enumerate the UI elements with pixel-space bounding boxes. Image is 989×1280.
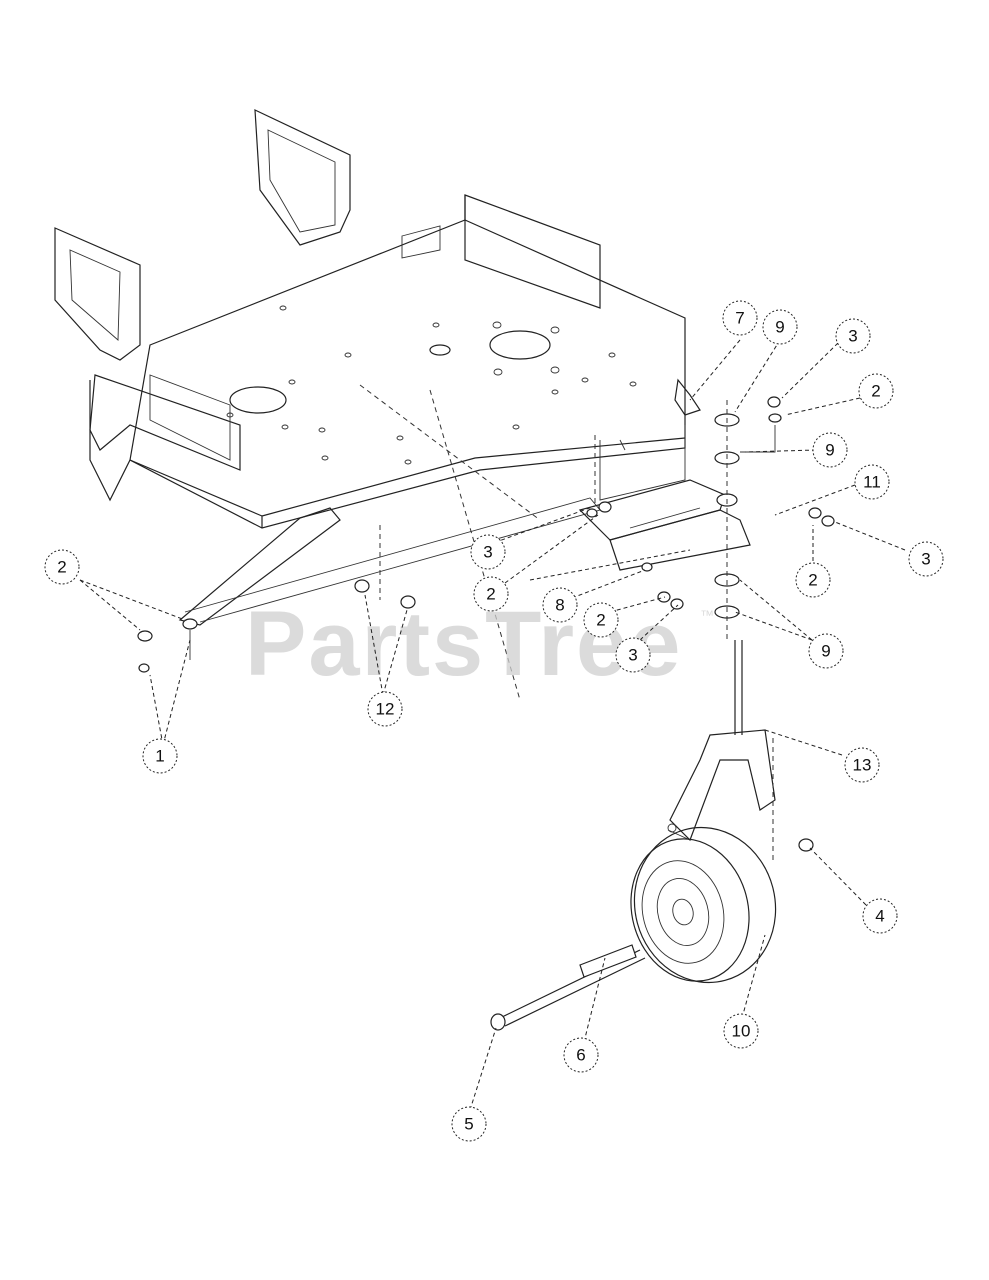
callout-11: 11 [854, 464, 890, 500]
callout-12: 12 [367, 691, 403, 727]
callout-9: 9 [762, 309, 798, 345]
callout-8: 8 [542, 587, 578, 623]
callout-label: 11 [863, 473, 881, 492]
callout-3: 3 [470, 534, 506, 570]
callout-circle [908, 541, 944, 577]
callout-circle [844, 747, 880, 783]
callout-circle [142, 738, 178, 774]
callout-2: 2 [858, 373, 894, 409]
callout-circle [542, 587, 578, 623]
callout-label: 13 [853, 756, 872, 775]
callout-label: 5 [464, 1115, 473, 1134]
callout-circle [563, 1037, 599, 1073]
callout-circle [762, 309, 798, 345]
callout-1: 1 [142, 738, 178, 774]
callout-circle [367, 691, 403, 727]
callout-2: 2 [473, 576, 509, 612]
callout-label: 7 [735, 309, 744, 328]
callout-label: 9 [821, 642, 830, 661]
callout-circle [44, 549, 80, 585]
leader-lines [79, 339, 906, 1111]
callout-label: 9 [825, 441, 834, 460]
callout-4: 4 [862, 898, 898, 934]
callout-circle [808, 633, 844, 669]
callout-5: 5 [451, 1106, 487, 1142]
callout-10: 10 [723, 1013, 759, 1049]
callout-label: 2 [57, 558, 66, 577]
callout-9: 9 [812, 432, 848, 468]
callout-7: 7 [722, 300, 758, 336]
callout-label: 9 [775, 318, 784, 337]
callout-label: 2 [808, 571, 817, 590]
callout-label: 2 [596, 611, 605, 630]
callout-circle [583, 602, 619, 638]
callout-label: 3 [628, 646, 637, 665]
callout-label: 8 [555, 596, 564, 615]
callout-label: 3 [848, 327, 857, 346]
callout-circle [862, 898, 898, 934]
caster-wheel-assembly [490, 640, 814, 1031]
callout-circle [795, 562, 831, 598]
callout-3: 3 [908, 541, 944, 577]
watermark-text: PartsTree [245, 593, 682, 695]
callout-label: 2 [486, 585, 495, 604]
callout-2: 2 [44, 549, 80, 585]
watermark-trademark: ™ [700, 607, 714, 623]
callout-circle [858, 373, 894, 409]
callout-circle [854, 464, 890, 500]
callout-label: 6 [576, 1046, 585, 1065]
callout-circle [723, 1013, 759, 1049]
callout-3: 3 [835, 318, 871, 354]
callout-2: 2 [795, 562, 831, 598]
callout-label: 1 [155, 747, 164, 766]
callout-13: 13 [844, 747, 880, 783]
callout-circle [470, 534, 506, 570]
callout-label: 12 [376, 700, 395, 719]
callout-3: 3 [615, 637, 651, 673]
callout-circle [722, 300, 758, 336]
callout-6: 6 [563, 1037, 599, 1073]
callout-circle [473, 576, 509, 612]
callout-label: 2 [871, 382, 880, 401]
callout-circle [451, 1106, 487, 1142]
callout-label: 10 [732, 1022, 751, 1041]
callout-2: 2 [583, 602, 619, 638]
callout-circle [615, 637, 651, 673]
callout-label: 3 [921, 550, 930, 569]
callout-9: 9 [808, 633, 844, 669]
callout-label: 3 [483, 543, 492, 562]
callout-label: 4 [875, 907, 884, 926]
callout-circle [835, 318, 871, 354]
callout-circle [812, 432, 848, 468]
